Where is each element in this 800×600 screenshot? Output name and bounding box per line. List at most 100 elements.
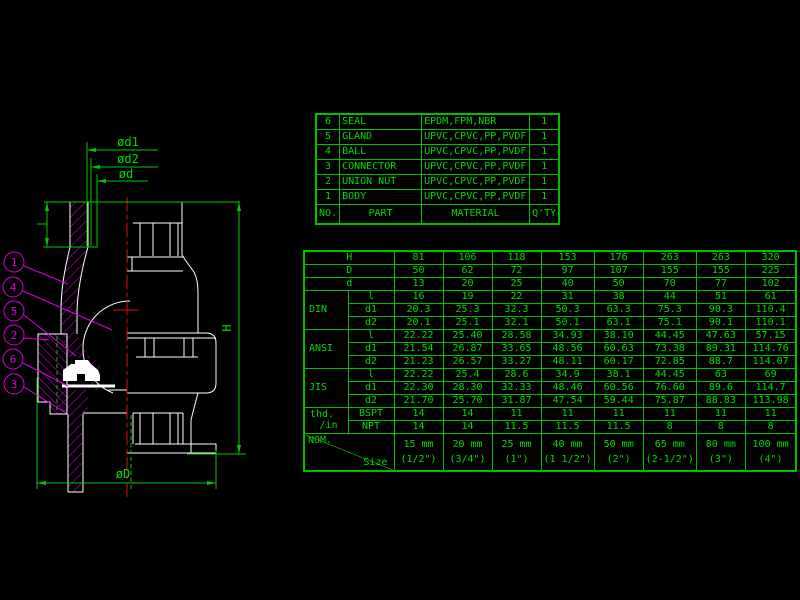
header-qty: Q'TY — [529, 204, 560, 225]
dim-value: 110.4 — [744, 303, 797, 317]
dim-value: 48.46 — [540, 381, 595, 395]
dim-sub-label: l — [347, 290, 395, 304]
dim-value: 263 — [642, 250, 697, 265]
dim-value: 11 — [491, 407, 542, 421]
balloon-number: 2 — [11, 329, 18, 342]
dim-label-D: øD — [116, 467, 130, 481]
dim-value: 75.87 — [642, 394, 697, 408]
balloon-number: 3 — [11, 378, 18, 391]
dim-row-label: d — [303, 277, 395, 291]
dim-value: 11.5 — [540, 420, 595, 434]
standard-label: thd./in — [303, 407, 349, 434]
dim-value: 33.65 — [491, 342, 542, 356]
dim-value: 28.6 — [491, 368, 542, 382]
part-name: UNION NUT — [339, 174, 423, 190]
dim-sub-label: d1 — [347, 303, 395, 317]
dim-value: 22.22 — [393, 368, 444, 382]
part-material: UPVC,CPVC,PP,PVDF — [421, 159, 531, 175]
dim-sub-label: d1 — [347, 381, 395, 395]
dim-value: 14 — [442, 420, 493, 434]
dim-value: 21.23 — [393, 355, 444, 369]
nominal-size: 100 mm(4") — [744, 433, 797, 472]
dim-sub-label: d2 — [347, 394, 395, 408]
dim-value: 320 — [744, 250, 797, 265]
part-qty: 1 — [529, 159, 560, 175]
dim-value: 11 — [744, 407, 797, 421]
part-no: 4 — [315, 144, 341, 160]
dim-value: 11.5 — [593, 420, 644, 434]
dim-value: 114.76 — [744, 342, 797, 356]
nominal-size: 15 mm(1/2") — [393, 433, 444, 472]
dim-value: 176 — [593, 250, 644, 265]
dim-value: 70 — [642, 277, 697, 291]
dim-value: 22.22 — [393, 329, 444, 343]
dim-value: 33.27 — [491, 355, 542, 369]
header-part: PART — [339, 204, 423, 225]
dim-value: 88.83 — [695, 394, 746, 408]
dim-value: 114.7 — [744, 381, 797, 395]
dim-value: 59.44 — [593, 394, 644, 408]
seal-highlight — [63, 360, 100, 381]
dim-value: 14 — [442, 407, 493, 421]
dim-value: 63 — [695, 368, 746, 382]
dim-value: 77 — [695, 277, 746, 291]
dim-value: 76.60 — [642, 381, 697, 395]
balloon-number: 6 — [10, 353, 17, 366]
part-material: EPDM,FPM,NBR — [421, 113, 531, 130]
dim-value: 73.38 — [642, 342, 697, 356]
dim-value: 72.85 — [642, 355, 697, 369]
dim-value: 28.58 — [491, 329, 542, 343]
nom-size-corner: NOM.Size — [303, 433, 395, 472]
dim-value: 114.07 — [744, 355, 797, 369]
dim-sub-label: l — [347, 329, 395, 343]
balloon-number: 5 — [11, 305, 18, 318]
dim-value: 11 — [642, 407, 697, 421]
dim-value: 8 — [695, 420, 746, 434]
dim-value: 90.3 — [695, 303, 746, 317]
dim-value: 31.87 — [491, 394, 542, 408]
part-material: UPVC,CPVC,PP,PVDF — [421, 174, 531, 190]
dim-value: 47.54 — [540, 394, 595, 408]
dim-value: 62 — [442, 264, 493, 278]
dim-value: 60.17 — [593, 355, 644, 369]
dim-value: 31 — [540, 290, 595, 304]
nominal-size: 50 mm(2") — [593, 433, 644, 472]
part-no: 5 — [315, 129, 341, 145]
dim-value: 110.1 — [744, 316, 797, 330]
dim-value: 25.70 — [442, 394, 493, 408]
part-name: SEAL — [339, 113, 423, 130]
dim-sub-label: BSPT — [347, 407, 395, 421]
dim-value: 75.1 — [642, 316, 697, 330]
dim-value: 63.3 — [593, 303, 644, 317]
part-no: 3 — [315, 159, 341, 175]
nominal-size: 80 mm(3") — [695, 433, 746, 472]
dim-value: 81 — [393, 250, 444, 265]
dim-value: 28.30 — [442, 381, 493, 395]
dim-value: 44 — [642, 290, 697, 304]
dim-value: 14 — [393, 420, 444, 434]
dim-value: 13 — [393, 277, 444, 291]
header-material: MATERIAL — [421, 204, 531, 225]
part-no: 6 — [315, 113, 341, 130]
nominal-size: 40 mm(1 1/2") — [540, 433, 595, 472]
part-name: BODY — [339, 189, 423, 205]
part-material: UPVC,CPVC,PP,PVDF — [421, 129, 531, 145]
part-qty: 1 — [529, 174, 560, 190]
dim-value: 47.63 — [695, 329, 746, 343]
dim-value: 97 — [540, 264, 595, 278]
dim-value: 34.93 — [540, 329, 595, 343]
dim-value: 32.1 — [491, 316, 542, 330]
dim-value: 113.98 — [744, 394, 797, 408]
dim-value: 25.1 — [442, 316, 493, 330]
